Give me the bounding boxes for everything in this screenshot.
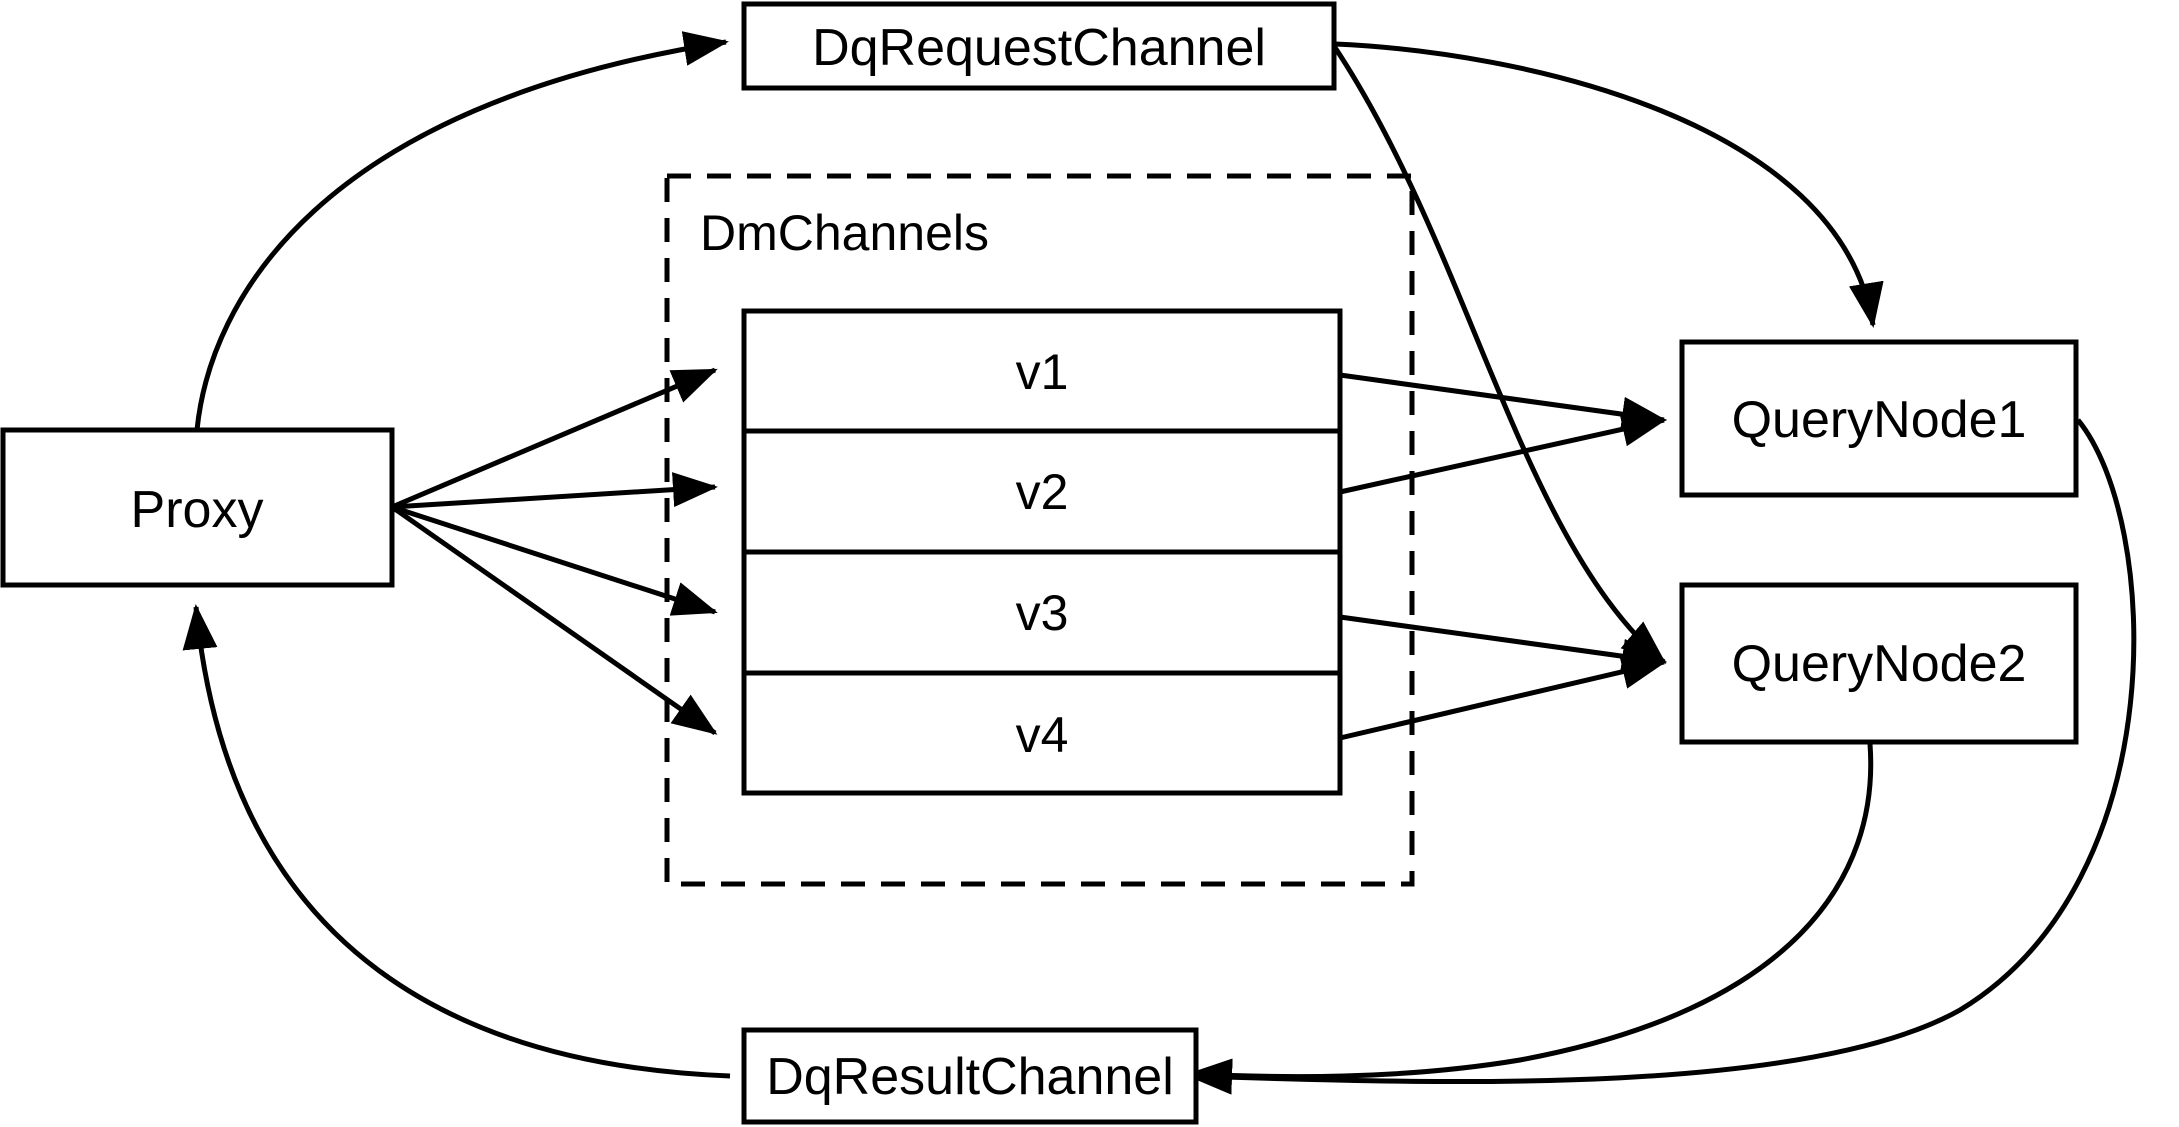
- edge-dqresultchannel-to-proxy: [182, 604, 731, 1079]
- node-proxy-label: Proxy: [131, 481, 264, 539]
- dm-channel-row-v2[interactable]: v2: [1016, 464, 1069, 520]
- edge-proxy-to-v1: [391, 367, 718, 510]
- dmchannels-group-border: [664, 173, 1415, 887]
- edge-v4-to-querynode2: [1339, 654, 1667, 741]
- edge-v1-to-querynode1: [1339, 372, 1667, 432]
- edge-querynode1-to-dqresultchannel: [1187, 418, 2137, 1095]
- edge-v3-to-querynode2: [1339, 614, 1667, 674]
- node-querynode1-label: QueryNode1: [1732, 391, 2027, 449]
- edge-dqrequestchannel-to-querynode2: [1331, 44, 1667, 664]
- edge-querynode2-to-dqresultchannel: [1187, 743, 1874, 1094]
- node-querynode2-label: QueryNode2: [1732, 635, 2027, 693]
- edge-proxy-to-v3: [391, 504, 718, 616]
- node-dqresultchannel-box[interactable]: [741, 1027, 1199, 1125]
- edge-dqrequestchannel-to-querynode1: [1334, 41, 1884, 328]
- edge-proxy-to-dqrequestchannel: [194, 31, 729, 431]
- dmchannels-group-label: DmChannels: [700, 205, 989, 261]
- node-proxy-box[interactable]: [0, 427, 395, 588]
- node-querynode1-box[interactable]: [1679, 339, 2079, 498]
- dm-channel-row-v3[interactable]: v3: [1016, 585, 1069, 641]
- node-dqrequestchannel-box[interactable]: [741, 1, 1337, 91]
- dm-channel-row-v1[interactable]: v1: [1016, 344, 1069, 400]
- edge-proxy-to-v4: [390, 504, 718, 736]
- dm-channel-row-v4[interactable]: v4: [1016, 707, 1069, 763]
- node-dqrequestchannel-label: DqRequestChannel: [812, 19, 1266, 77]
- node-dqresultchannel-label: DqResultChannel: [766, 1048, 1174, 1106]
- edge-proxy-to-v2: [391, 472, 718, 510]
- edge-v2-to-querynode1: [1339, 412, 1667, 495]
- node-querynode2-box[interactable]: [1679, 582, 2079, 745]
